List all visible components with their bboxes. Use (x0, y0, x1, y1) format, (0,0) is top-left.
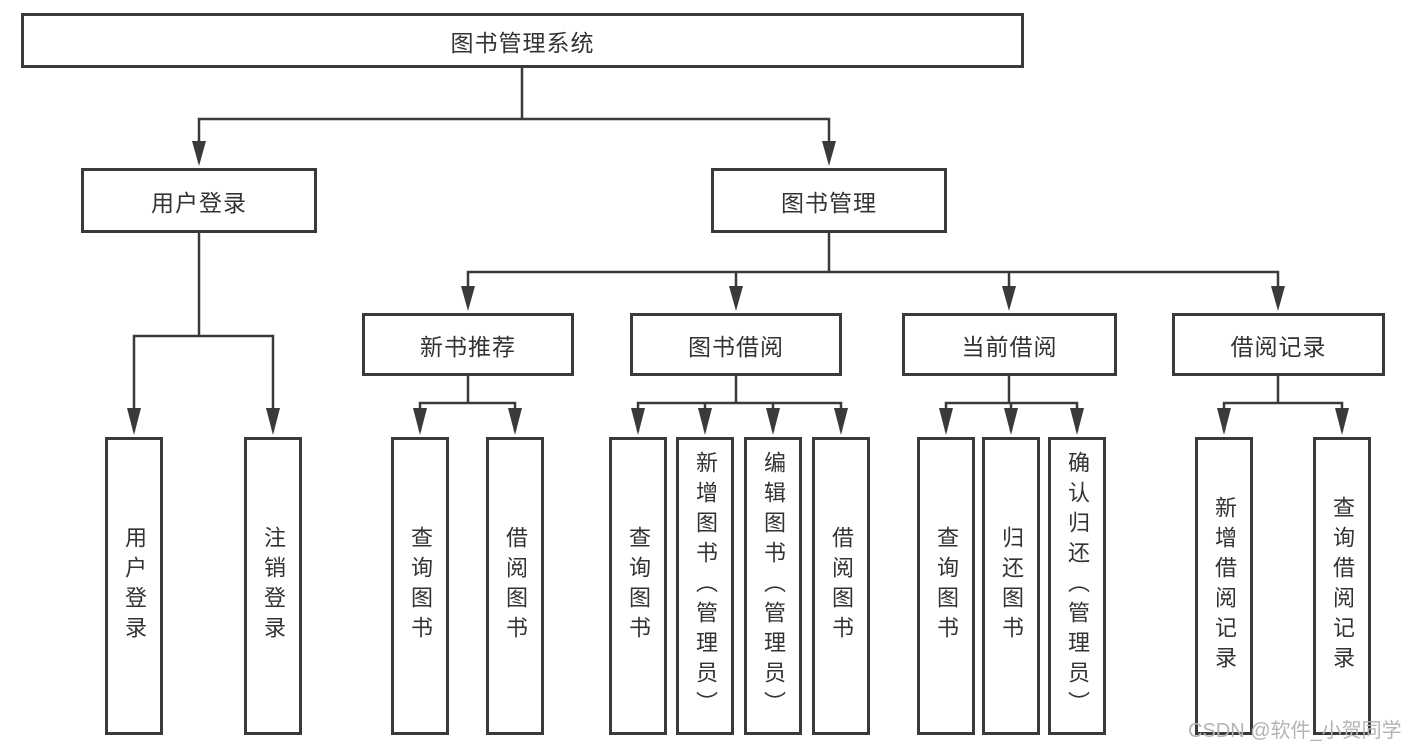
node-label: 借阅图书 (503, 526, 528, 646)
leaf-add-books-admin: 新增图书（管理员） (676, 437, 734, 735)
node-book-borrow: 图书借阅 (630, 313, 842, 376)
node-label: 编辑图书（管理员） (761, 451, 786, 721)
node-label: 查询图书 (408, 526, 433, 646)
leaf-user-login: 用户登录 (105, 437, 163, 735)
node-label: 图书管理系统 (450, 29, 595, 56)
node-label: 注销登录 (261, 526, 286, 646)
node-label: 确认归还（管理员） (1065, 451, 1090, 721)
node-label: 归还图书 (999, 526, 1024, 646)
node-new-book-recommend: 新书推荐 (362, 313, 574, 376)
leaf-edit-books-admin: 编辑图书（管理员） (744, 437, 802, 735)
node-label: 用户登录 (122, 526, 147, 646)
node-current-borrow: 当前借阅 (902, 313, 1117, 376)
leaf-borrow-books-recommend: 借阅图书 (486, 437, 544, 735)
node-label: 查询图书 (626, 526, 651, 646)
leaf-confirm-return-admin: 确认归还（管理员） (1048, 437, 1106, 735)
leaf-query-books-current: 查询图书 (917, 437, 975, 735)
leaf-add-borrow-record: 新增借阅记录 (1195, 437, 1253, 735)
leaf-borrow-books-borrow: 借阅图书 (812, 437, 870, 735)
leaf-query-borrow-record: 查询借阅记录 (1313, 437, 1371, 735)
csdn-watermark: CSDN @软件_小贺同学 (1188, 720, 1402, 742)
node-label: 借阅记录 (1230, 333, 1327, 360)
leaf-return-books: 归还图书 (982, 437, 1040, 735)
node-label: 用户登录 (151, 189, 247, 216)
node-user-login: 用户登录 (81, 168, 317, 233)
leaf-logout: 注销登录 (244, 437, 302, 735)
node-library-management-system: 图书管理系统 (21, 13, 1024, 68)
node-label: 借阅图书 (829, 526, 854, 646)
leaf-query-books-borrow: 查询图书 (609, 437, 667, 735)
node-label: 查询图书 (934, 526, 959, 646)
node-label: 当前借阅 (961, 333, 1058, 360)
node-label: 图书管理 (781, 189, 877, 216)
node-book-management: 图书管理 (711, 168, 947, 233)
node-label: 新增图书（管理员） (693, 451, 718, 721)
node-label: 新书推荐 (420, 333, 516, 360)
node-label: 图书借阅 (688, 333, 784, 360)
leaf-query-books-recommend: 查询图书 (391, 437, 449, 735)
node-label: 新增借阅记录 (1212, 496, 1237, 676)
node-borrow-records: 借阅记录 (1172, 313, 1385, 376)
node-label: 查询借阅记录 (1330, 496, 1355, 676)
